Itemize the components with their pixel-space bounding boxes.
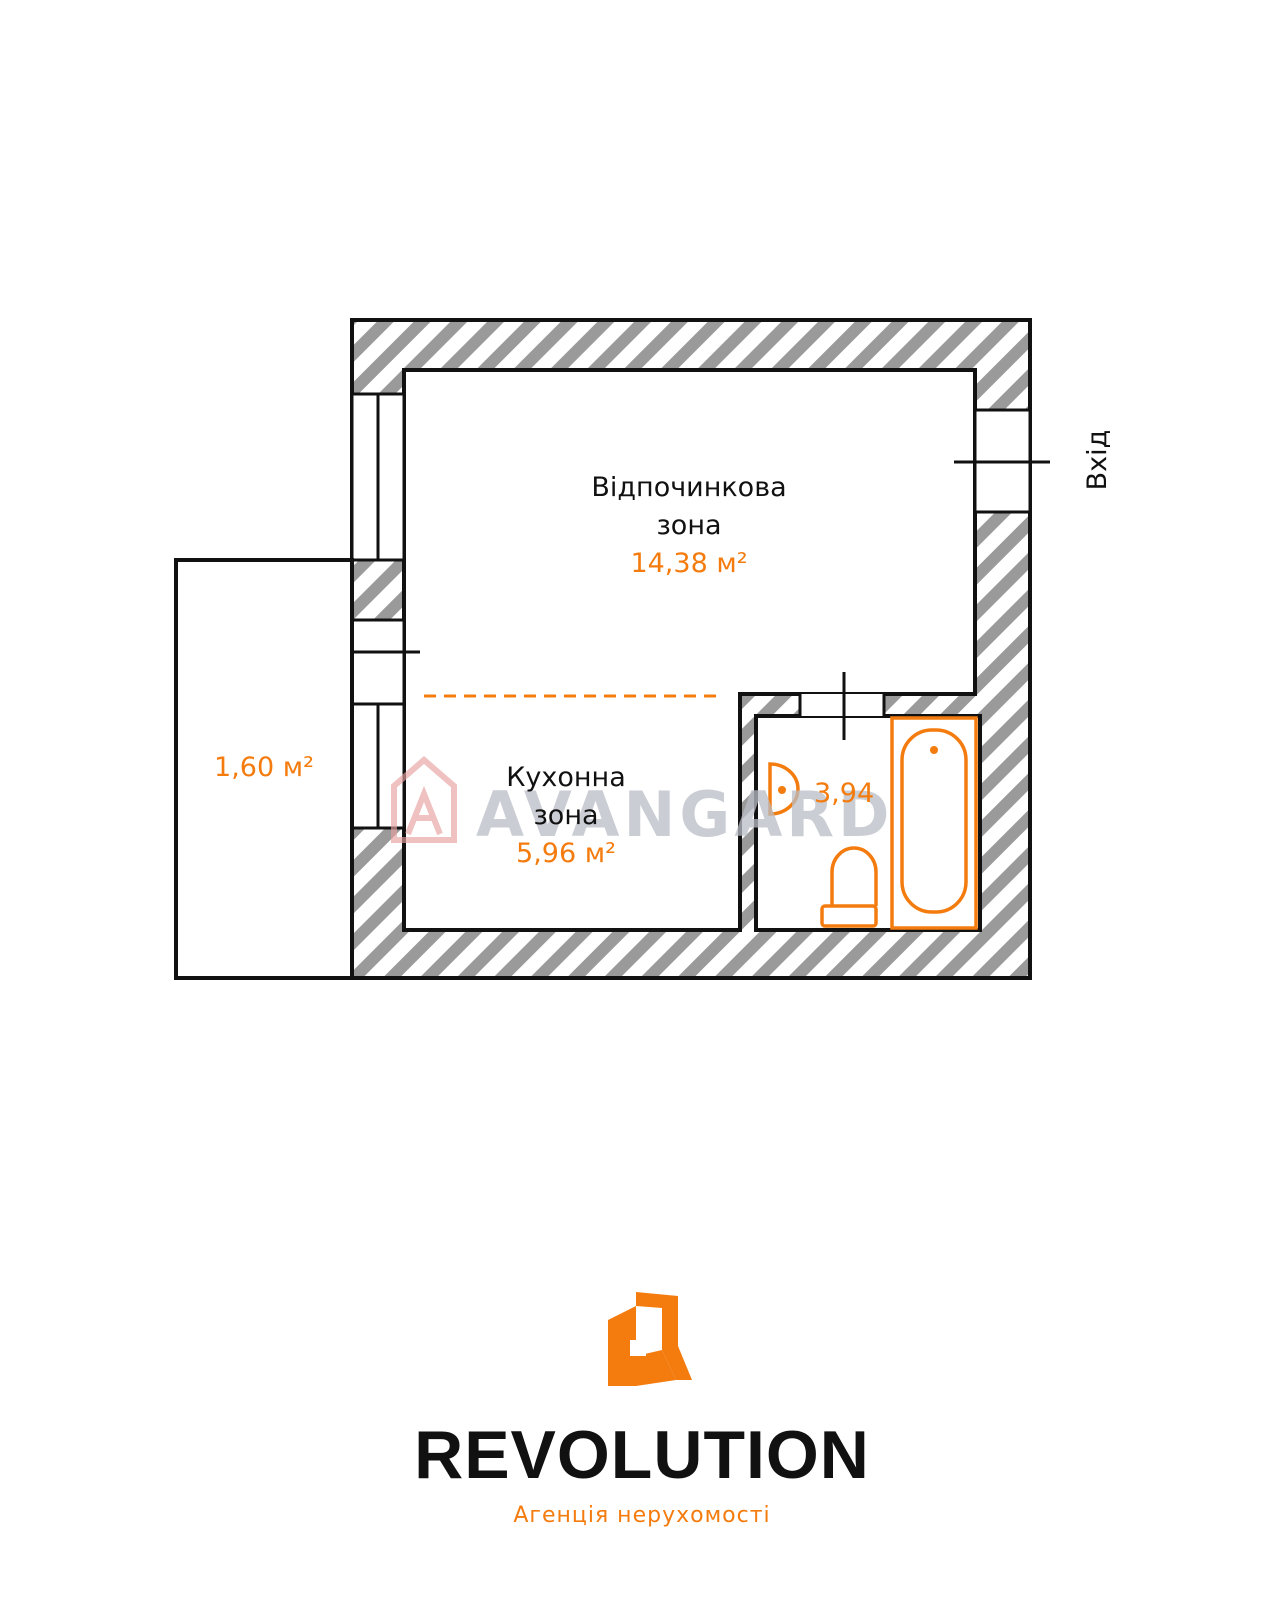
bathroom-room <box>754 714 982 932</box>
brand-tagline: Агенція нерухомості <box>513 1503 770 1528</box>
bathroom-area: 3,94 <box>814 778 874 809</box>
main-room <box>402 368 977 932</box>
avangard-logo-icon <box>391 756 457 843</box>
brand-name: REVOLUTION <box>414 1417 870 1493</box>
balcony-area: 1,60 м² <box>214 752 314 783</box>
kitchen-name-line2: зона <box>533 800 598 831</box>
lounge-name-line2: зона <box>656 510 721 541</box>
balcony-door <box>350 618 406 706</box>
balcony <box>174 558 354 980</box>
entrance-label: Вхід <box>1082 430 1113 491</box>
sink-icon <box>768 762 800 816</box>
kitchen-area: 5,96 м² <box>516 838 616 869</box>
lounge-name-line1: Відпочинкова <box>591 472 786 503</box>
lounge-area: 14,38 м² <box>630 548 747 579</box>
bathtub-icon <box>890 716 978 930</box>
kitchen-name-line1: Кухонна <box>506 762 626 793</box>
watermark-text: AVANGARD <box>476 778 894 851</box>
toilet-icon <box>820 846 878 928</box>
revolution-logo-icon <box>608 1292 692 1386</box>
bathroom-door-opening <box>800 694 884 716</box>
